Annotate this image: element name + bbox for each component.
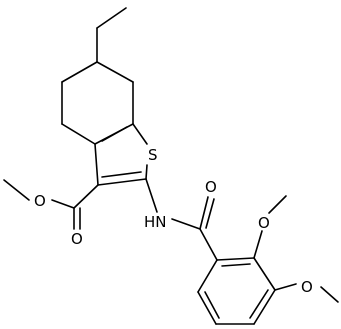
bond [268,195,287,214]
bond [205,198,215,229]
bond [320,286,339,303]
bond [61,61,98,83]
bond [249,289,269,319]
bond [199,228,218,261]
bond [197,291,217,325]
methoxy-groups [253,195,339,303]
bond [101,126,128,142]
bond [145,164,148,180]
bond [221,263,251,267]
bond [97,178,147,186]
bond [145,178,158,213]
methoxy-oxygen-label: O [301,278,313,296]
bond [96,61,134,83]
amide-carbonyl-oxygen-label: O [205,178,217,196]
benzene-ring [197,228,276,325]
sulfur-atom-label: S [148,146,158,164]
ester-ether-oxygen-label: O [34,192,46,210]
methyl-ester [3,179,99,230]
bond [94,143,99,186]
bond [204,291,220,319]
bond [274,283,297,291]
methoxy-oxygen-label: O [258,214,270,232]
cyclohexene-ring [61,61,134,145]
ester-carbonyl-oxygen-label: O [71,230,83,248]
bond [96,7,127,29]
bond [253,230,263,259]
bond [3,179,30,201]
bond [101,171,142,178]
bond [132,123,148,145]
bond [73,184,99,209]
bond [197,259,218,293]
bond [253,289,276,325]
bond [61,123,96,145]
bond [51,199,75,209]
ethyl-group [96,7,127,63]
bond [199,196,209,230]
bond [216,257,255,261]
amide-nh-label: HN [144,213,167,231]
amide-linkage [145,178,215,230]
thiophene-ring [94,123,148,186]
bond [253,257,276,291]
bond [171,218,201,230]
